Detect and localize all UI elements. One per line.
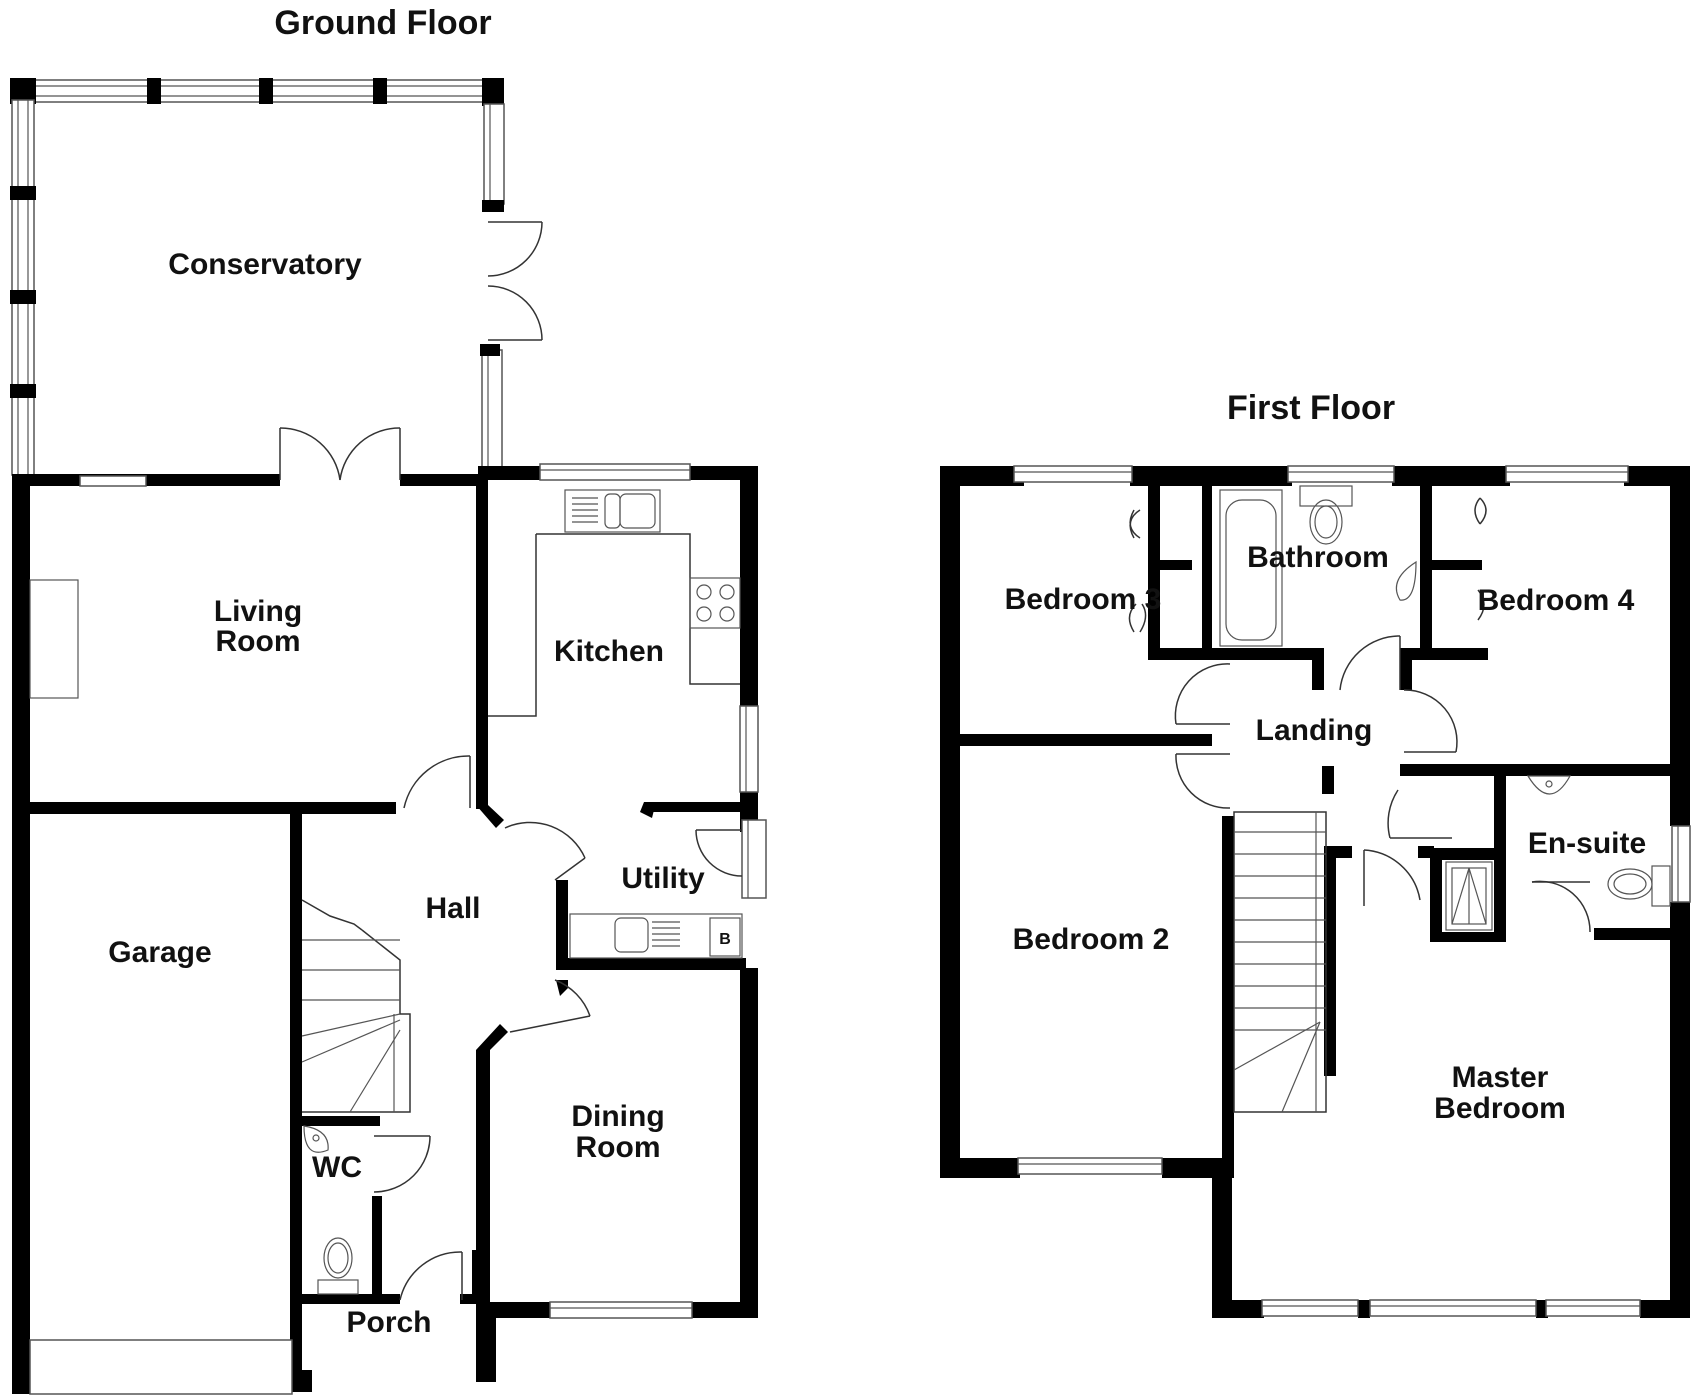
first-floor: First Floor [940, 389, 1691, 1318]
first-floor-labels: Bedroom 3 Bathroom Bedroom 4 Landing Bed… [1005, 541, 1647, 1125]
room-label-dining-2: Room [576, 1131, 661, 1164]
ground-floor-title: Ground Floor [274, 4, 491, 42]
first-floor-title: First Floor [1227, 389, 1395, 427]
first-floor-walls [940, 466, 1690, 1318]
room-label-garage: Garage [108, 936, 211, 969]
first-floor-doors [1128, 497, 1591, 933]
ground-floor: Ground Floor [10, 4, 767, 1395]
room-label-conservatory: Conservatory [168, 248, 362, 281]
boiler-marker: B [719, 931, 731, 948]
room-label-master-1: Master [1452, 1061, 1549, 1094]
room-label-master-2: Bedroom [1434, 1092, 1566, 1125]
room-label-bathroom: Bathroom [1247, 541, 1389, 574]
conservatory-french-doors [487, 221, 543, 341]
room-label-wc: WC [312, 1151, 362, 1184]
room-label-living-1: Living [214, 595, 302, 628]
room-label-bedroom-2: Bedroom 2 [1013, 923, 1170, 956]
room-label-en-suite: En-suite [1528, 827, 1646, 860]
room-label-dining-1: Dining [571, 1100, 664, 1133]
ground-floor-fixtures: B [29, 489, 743, 1295]
room-label-landing: Landing [1256, 714, 1373, 747]
ground-floor-labels: Conservatory Living Room Kitchen Utility… [108, 248, 705, 1339]
ground-floor-doors [279, 427, 743, 1301]
room-label-kitchen: Kitchen [554, 635, 664, 668]
room-label-utility: Utility [621, 862, 705, 895]
room-label-living-2: Room [216, 625, 301, 658]
room-label-porch: Porch [346, 1306, 431, 1339]
first-floor-staircase [1233, 811, 1327, 1113]
ground-floor-walls [12, 466, 758, 1394]
ground-floor-staircase [301, 899, 411, 1113]
room-label-bedroom-4: Bedroom 4 [1478, 584, 1635, 617]
first-floor-fixtures [1219, 485, 1671, 1113]
first-floor-windows [1013, 465, 1691, 1317]
room-label-bedroom-3: Bedroom 3 [1005, 583, 1162, 616]
ground-floor-windows [29, 463, 767, 1395]
conservatory-glazing [10, 78, 505, 476]
room-label-hall: Hall [425, 892, 480, 925]
